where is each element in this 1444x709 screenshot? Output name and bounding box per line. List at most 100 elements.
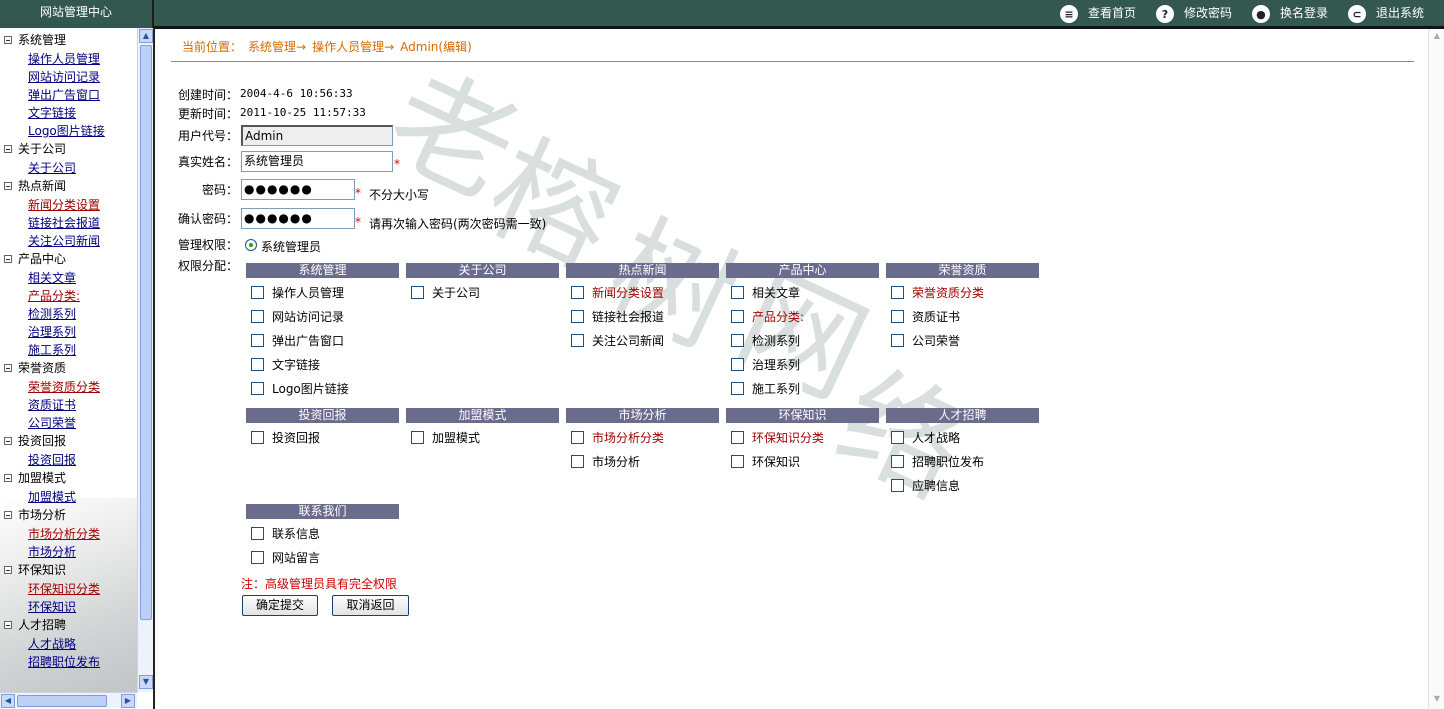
permission-checkbox-item[interactable]: 产品分类: — [731, 307, 804, 325]
permission-checkbox-item[interactable]: 关注公司新闻 — [571, 331, 664, 349]
top-nav-home[interactable]: ≡ 查看首页 — [1059, 0, 1136, 24]
real-name-input[interactable]: 系统管理员 — [241, 151, 393, 172]
sidebar-group-title[interactable]: 关于公司 — [0, 140, 137, 159]
permission-checkbox-item[interactable]: 投资回报 — [251, 428, 320, 446]
sidebar-link[interactable]: 检测系列 — [28, 307, 77, 321]
permission-checkbox[interactable] — [251, 430, 264, 444]
permission-checkbox[interactable] — [731, 454, 744, 468]
permission-checkbox[interactable] — [571, 454, 584, 468]
permission-checkbox-item[interactable]: Logo图片链接 — [251, 379, 349, 397]
scroll-down-icon[interactable]: ▼ — [139, 675, 153, 689]
permission-checkbox-item[interactable]: 招聘职位发布 — [891, 452, 984, 470]
permission-checkbox-item[interactable]: 治理系列 — [731, 355, 800, 373]
collapse-icon[interactable] — [4, 145, 12, 153]
sidebar-link[interactable]: 新闻分类设置 — [28, 198, 101, 212]
sidebar-link[interactable]: Logo图片链接 — [28, 124, 105, 138]
permission-checkbox[interactable] — [731, 285, 744, 299]
permission-checkbox-item[interactable]: 应聘信息 — [891, 476, 960, 494]
sidebar-link[interactable]: 加盟模式 — [28, 490, 77, 504]
permission-checkbox[interactable] — [731, 430, 744, 444]
sidebar-link[interactable]: 荣誉资质分类 — [28, 380, 101, 394]
permission-checkbox[interactable] — [571, 430, 584, 444]
sidebar-link[interactable]: 招聘职位发布 — [28, 655, 101, 669]
sidebar-link[interactable]: 资质证书 — [28, 398, 77, 412]
breadcrumb-item[interactable]: 系统管理→ — [248, 40, 307, 54]
permission-checkbox-item[interactable]: 市场分析分类 — [571, 428, 664, 446]
permission-checkbox[interactable] — [251, 333, 264, 347]
sidebar-link[interactable]: 相关文章 — [28, 271, 77, 285]
permission-checkbox-item[interactable]: 环保知识 — [731, 452, 800, 470]
permission-checkbox-item[interactable]: 网站留言 — [251, 548, 320, 566]
permission-checkbox[interactable] — [731, 357, 744, 371]
sidebar-link[interactable]: 治理系列 — [28, 325, 77, 339]
sidebar-vertical-scrollbar[interactable]: ▲ ▼ — [137, 28, 153, 692]
sidebar-link[interactable]: 产品分类: — [28, 289, 81, 303]
sidebar-group-title[interactable]: 系统管理 — [0, 31, 137, 50]
permission-checkbox[interactable] — [891, 430, 904, 444]
scroll-up-icon[interactable]: ▲ — [1433, 31, 1441, 40]
sidebar-link[interactable]: 环保知识分类 — [28, 582, 101, 596]
permission-checkbox[interactable] — [891, 478, 904, 492]
scroll-right-icon[interactable]: ▶ — [121, 694, 135, 708]
submit-button[interactable]: 确定提交 — [242, 595, 318, 616]
sidebar-link[interactable]: 关于公司 — [28, 161, 77, 175]
collapse-icon[interactable] — [4, 182, 12, 190]
permission-checkbox[interactable] — [891, 333, 904, 347]
permission-checkbox-item[interactable]: 公司荣誉 — [891, 331, 960, 349]
collapse-icon[interactable] — [4, 437, 12, 445]
permission-checkbox[interactable] — [251, 309, 264, 323]
sidebar-link[interactable]: 人才战略 — [28, 637, 77, 651]
permission-checkbox[interactable] — [571, 333, 584, 347]
sidebar-link[interactable]: 市场分析分类 — [28, 527, 101, 541]
permission-checkbox-item[interactable]: 相关文章 — [731, 283, 800, 301]
sidebar-link[interactable]: 施工系列 — [28, 343, 77, 357]
scroll-left-icon[interactable]: ◀ — [1, 694, 15, 708]
sidebar-group-title[interactable]: 产品中心 — [0, 250, 137, 269]
permission-checkbox-item[interactable]: 网站访问记录 — [251, 307, 344, 325]
permission-checkbox[interactable] — [731, 381, 744, 395]
collapse-icon[interactable] — [4, 566, 12, 574]
permission-checkbox-item[interactable]: 检测系列 — [731, 331, 800, 349]
permission-checkbox-item[interactable]: 操作人员管理 — [251, 283, 344, 301]
sidebar-group-title[interactable]: 人才招聘 — [0, 616, 137, 635]
permission-checkbox-item[interactable]: 关于公司 — [411, 283, 480, 301]
permission-checkbox-item[interactable]: 加盟模式 — [411, 428, 480, 446]
cancel-button[interactable]: 取消返回 — [332, 595, 409, 616]
permission-checkbox[interactable] — [571, 309, 584, 323]
permission-checkbox-item[interactable]: 人才战略 — [891, 428, 960, 446]
sidebar-link[interactable]: 弹出广告窗口 — [28, 88, 101, 102]
permission-checkbox[interactable] — [251, 526, 264, 540]
permission-checkbox[interactable] — [891, 454, 904, 468]
permission-checkbox-item[interactable]: 施工系列 — [731, 379, 800, 397]
permission-checkbox-item[interactable]: 文字链接 — [251, 355, 320, 373]
scroll-down-icon[interactable]: ▼ — [1433, 694, 1441, 703]
top-nav-switch-user[interactable]: ● 换名登录 — [1251, 0, 1328, 24]
permission-checkbox[interactable] — [411, 285, 424, 299]
permission-checkbox[interactable] — [251, 381, 264, 395]
permission-checkbox[interactable] — [571, 285, 584, 299]
main-vertical-scrollbar[interactable]: ▲ ▼ — [1428, 29, 1444, 709]
permission-checkbox-item[interactable]: 市场分析 — [571, 452, 640, 470]
permission-checkbox[interactable] — [731, 309, 744, 323]
collapse-icon[interactable] — [4, 511, 12, 519]
sidebar-link[interactable]: 市场分析 — [28, 545, 77, 559]
permission-checkbox-item[interactable]: 弹出广告窗口 — [251, 331, 344, 349]
confirm-password-input[interactable]: ●●●●●● — [241, 208, 355, 229]
permission-checkbox[interactable] — [731, 333, 744, 347]
collapse-icon[interactable] — [4, 364, 12, 372]
permission-checkbox[interactable] — [251, 357, 264, 371]
top-nav-logout[interactable]: ⊂ 退出系统 — [1347, 0, 1424, 24]
permission-checkbox[interactable] — [251, 550, 264, 564]
permission-checkbox-item[interactable]: 环保知识分类 — [731, 428, 824, 446]
password-input[interactable]: ●●●●●● — [241, 179, 355, 200]
sidebar-link[interactable]: 网站访问记录 — [28, 70, 101, 84]
sidebar-group-title[interactable]: 环保知识 — [0, 561, 137, 580]
permission-checkbox-item[interactable]: 链接社会报道 — [571, 307, 664, 325]
sidebar-link[interactable]: 环保知识 — [28, 600, 77, 614]
sidebar-link[interactable]: 链接社会报道 — [28, 216, 101, 230]
sidebar-horizontal-scrollbar[interactable]: ◀ ▶ — [0, 692, 137, 708]
permission-checkbox[interactable] — [891, 309, 904, 323]
permission-checkbox[interactable] — [891, 285, 904, 299]
top-nav-change-password[interactable]: ? 修改密码 — [1155, 0, 1232, 24]
sidebar-group-title[interactable]: 加盟模式 — [0, 469, 137, 488]
